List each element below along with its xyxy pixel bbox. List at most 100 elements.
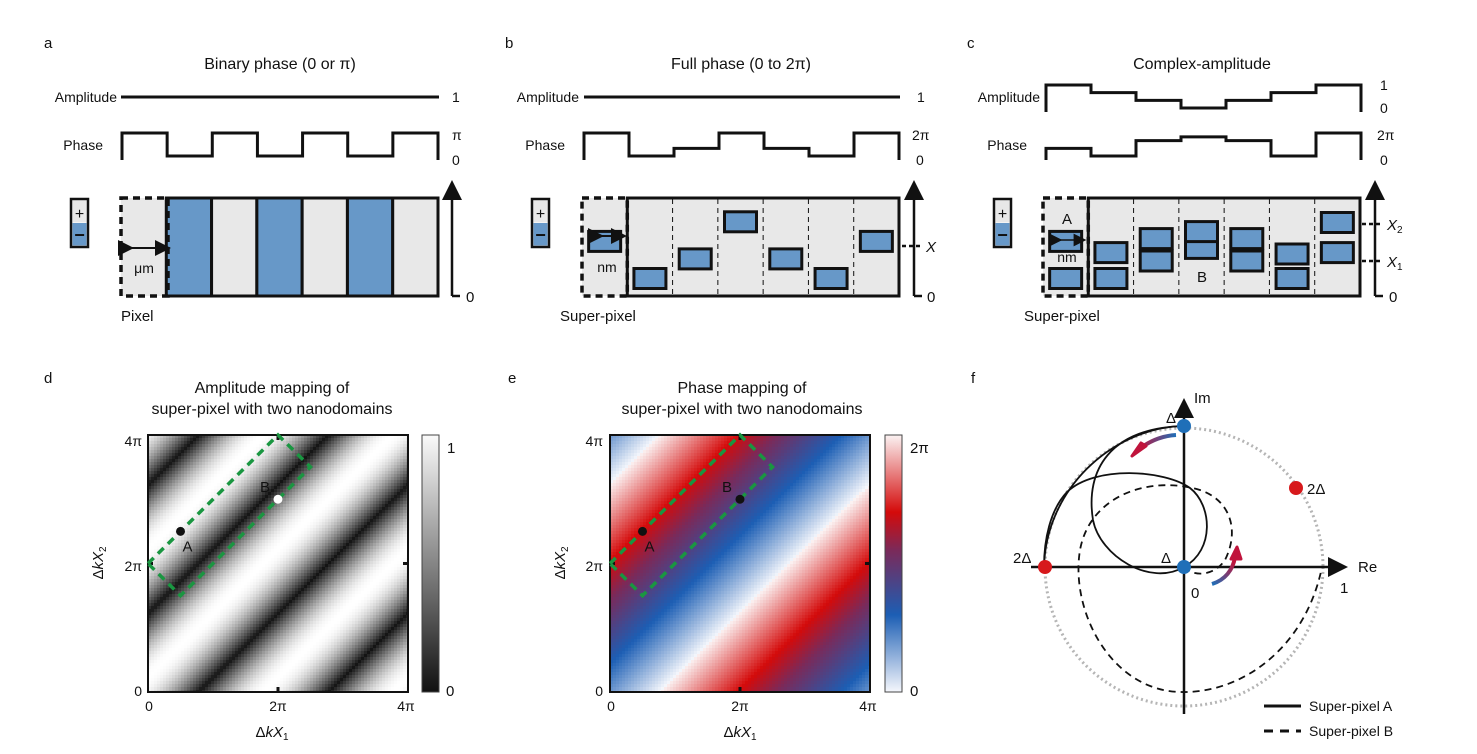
heatmap-cell <box>235 435 239 439</box>
heatmap-cell <box>340 435 344 439</box>
heatmap-cell <box>298 486 302 490</box>
heatmap-cell <box>268 543 272 547</box>
heatmap-cell <box>208 558 212 562</box>
heatmap-cell <box>202 600 206 604</box>
heatmap-cell <box>274 480 278 484</box>
heatmap-cell <box>277 456 281 460</box>
heatmap-cell <box>226 573 230 577</box>
heatmap-cell <box>244 453 248 457</box>
heatmap-cell <box>151 489 155 493</box>
heatmap-cell <box>232 468 236 472</box>
heatmap-cell <box>265 513 269 517</box>
heatmap-cell <box>274 540 278 544</box>
heatmap-cell <box>403 567 407 571</box>
heatmap-cell <box>250 552 254 556</box>
heatmap-cell <box>337 537 341 541</box>
heatmap-cell <box>265 492 269 496</box>
heatmap-cell <box>313 579 317 583</box>
heatmap-cell <box>334 480 338 484</box>
heatmap-cell <box>307 447 311 451</box>
heatmap-cell <box>403 462 407 466</box>
heatmap-cell <box>352 495 356 499</box>
heatmap-cell <box>394 483 398 487</box>
heatmap-cell <box>346 465 350 469</box>
heatmap-cell <box>256 600 260 604</box>
heatmap-cell <box>286 489 290 493</box>
heatmap-cell <box>394 459 398 463</box>
super-pixel-caption: Super-pixel <box>1024 308 1100 325</box>
heatmap-cell <box>298 468 302 472</box>
heatmap-cell <box>178 579 182 583</box>
heatmap-cell <box>232 561 236 565</box>
heatmap-cell <box>397 585 401 589</box>
heatmap-cell <box>250 444 254 448</box>
heatmap-cell <box>346 453 350 457</box>
heatmap-cell <box>196 555 200 559</box>
heatmap-cell <box>292 471 296 475</box>
heatmap-cell <box>325 534 329 538</box>
heatmap-cell <box>358 468 362 472</box>
heatmap-cell <box>205 594 209 598</box>
heatmap-cell <box>307 435 311 439</box>
heatmap-cell <box>253 465 257 469</box>
heatmap-cell <box>235 567 239 571</box>
heatmap-cell <box>328 525 332 529</box>
heatmap-cell <box>403 459 407 463</box>
heatmap-cell <box>283 495 287 499</box>
heatmap-cell <box>271 582 275 586</box>
heatmap-cell <box>355 552 359 556</box>
heatmap-cell <box>166 522 170 526</box>
heatmap-cell <box>325 543 329 547</box>
heatmap-cell <box>328 522 332 526</box>
nanodomain <box>1138 249 1174 273</box>
heatmap-cell <box>166 447 170 451</box>
heatmap-cell <box>310 489 314 493</box>
heatmap-cell <box>235 480 239 484</box>
heatmap-cell <box>313 474 317 478</box>
heatmap-cell <box>232 483 236 487</box>
heatmap-cell <box>256 582 260 586</box>
heatmap-cell <box>247 513 251 517</box>
heatmap-cell <box>220 486 224 490</box>
heatmap-cell <box>226 561 230 565</box>
heatmap-cell <box>193 540 197 544</box>
heatmap-cell <box>361 477 365 481</box>
heatmap-cell <box>187 453 191 457</box>
heatmap-cell <box>229 441 233 445</box>
heatmap-cell <box>277 516 281 520</box>
heatmap-cell <box>403 519 407 523</box>
panel-d: d Amplitude mapping of super-pixel with … <box>44 370 455 743</box>
heatmap-cell <box>244 531 248 535</box>
heatmap-cell <box>232 588 236 592</box>
heatmap-cell <box>175 435 179 439</box>
heatmap-cell <box>337 456 341 460</box>
heatmap-cell <box>241 582 245 586</box>
heatmap-cell <box>187 483 191 487</box>
heatmap-cell <box>193 567 197 571</box>
heatmap-cell <box>202 534 206 538</box>
heatmap-cell <box>283 486 287 490</box>
heatmap-cell <box>229 570 233 574</box>
heatmap-cell <box>307 582 311 586</box>
heatmap-cell <box>247 453 251 457</box>
heatmap-cell <box>247 480 251 484</box>
heatmap-cell <box>304 552 308 556</box>
heatmap-cell <box>346 483 350 487</box>
heatmap-cell <box>325 516 329 520</box>
heatmap-cell <box>151 573 155 577</box>
heatmap-cell <box>274 591 278 595</box>
heatmap-cell <box>181 504 185 508</box>
heatmap-cell <box>340 441 344 445</box>
heatmap-cell <box>163 459 167 463</box>
heatmap-cell <box>157 597 161 601</box>
heatmap-cell <box>289 528 293 532</box>
heatmap-cell <box>388 483 392 487</box>
heatmap-cell <box>319 453 323 457</box>
heatmap-cell <box>367 474 371 478</box>
heatmap-cell <box>322 486 326 490</box>
heatmap-cell <box>346 468 350 472</box>
heatmap-cell <box>373 510 377 514</box>
heatmap-cell <box>307 471 311 475</box>
heatmap-cell <box>250 441 254 445</box>
heatmap-cell <box>358 453 362 457</box>
